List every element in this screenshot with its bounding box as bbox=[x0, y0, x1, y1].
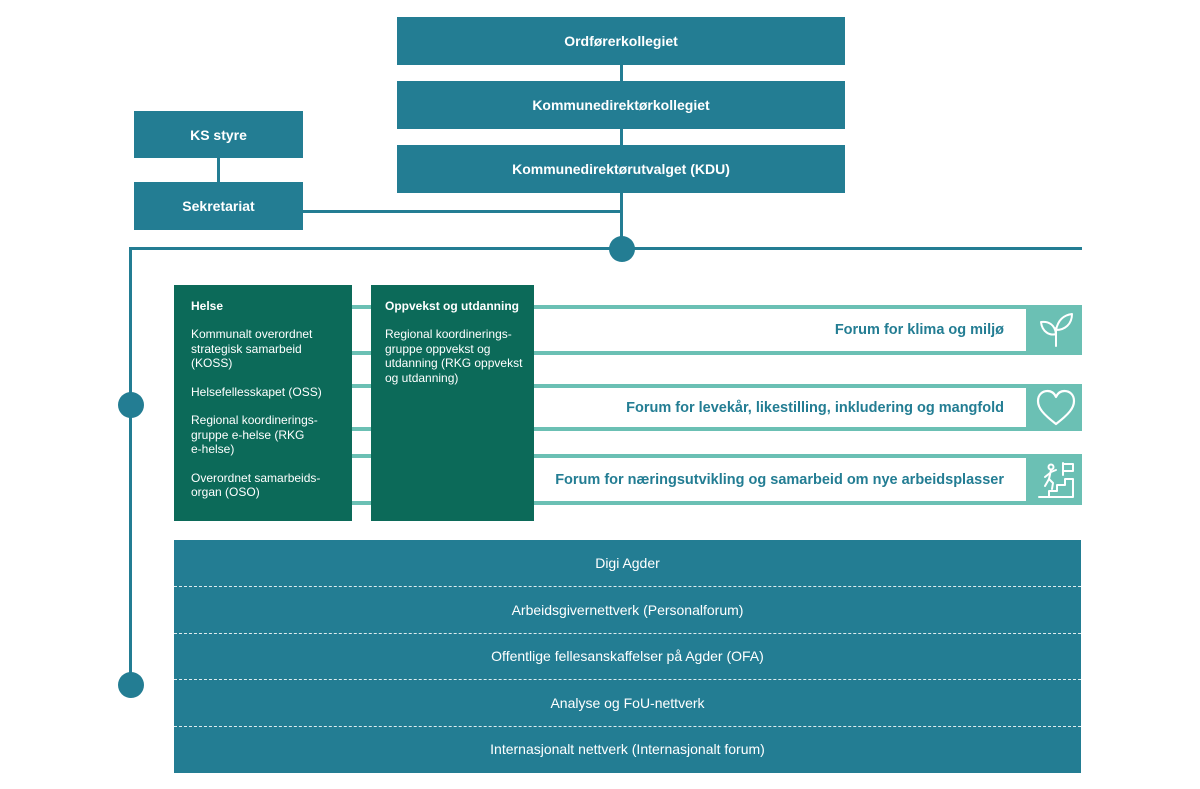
connector-ks-vertical bbox=[217, 157, 220, 183]
leaf-icon bbox=[1030, 305, 1082, 355]
helse-title: Helse bbox=[191, 299, 224, 313]
band-connector-3 bbox=[352, 384, 372, 388]
kommunedirektorkollegiet-box: Kommunedirektørkollegiet bbox=[397, 81, 845, 129]
kdu-box: Kommunedirektørutvalget (KDU) bbox=[397, 145, 845, 193]
forum-levekar-label: Forum for levekår, likestilling, inklude… bbox=[533, 388, 1026, 427]
helse-box: Helse Kommunalt overordnet strategisk sa… bbox=[174, 285, 352, 521]
network-ofa: Offentlige fellesanskaffelser på Agder (… bbox=[174, 632, 1081, 679]
climber-flag-icon bbox=[1030, 454, 1082, 505]
forum-klima-label: Forum for klima og miljø bbox=[533, 309, 1026, 351]
band-connector-4 bbox=[352, 427, 372, 431]
helse-item-rkg: Regional koordinerings- gruppe e-helse (… bbox=[191, 413, 318, 456]
network-analyse-fou: Analyse og FoU-nettverk bbox=[174, 679, 1081, 725]
node-dot-middle bbox=[118, 392, 144, 418]
forum-naering-label: Forum for næringsutvikling og samarbeid … bbox=[533, 458, 1026, 501]
oppvekst-item-rkg: Regional koordinerings- gruppe oppvekst … bbox=[385, 327, 523, 385]
network-internasjonalt: Internasjonalt nettverk (Internasjonalt … bbox=[174, 725, 1081, 772]
oppvekst-box: Oppvekst og utdanning Regional koordiner… bbox=[371, 285, 534, 521]
node-dot-top bbox=[609, 236, 635, 262]
node-dot-bottom bbox=[118, 672, 144, 698]
main-horizontal-line bbox=[129, 247, 1082, 250]
band-connector-1 bbox=[352, 305, 372, 309]
heart-icon bbox=[1030, 384, 1082, 431]
band-connector-5 bbox=[352, 454, 372, 458]
network-digi-agder: Digi Agder bbox=[595, 555, 660, 572]
connector-sekretariat-horizontal bbox=[302, 210, 622, 213]
helse-item-oss: Helsefellesskapet (OSS) bbox=[191, 384, 322, 399]
helse-item-koss: Kommunalt overordnet strategisk samarbei… bbox=[191, 327, 313, 370]
network-arbeidsgiver: Arbeidsgivernettverk (Personalforum) bbox=[174, 586, 1081, 632]
ks-styre-box: KS styre bbox=[134, 111, 303, 158]
helse-item-oso: Overordnet samarbeids- organ (OSO) bbox=[191, 470, 321, 500]
oppvekst-title: Oppvekst og utdanning bbox=[385, 299, 519, 313]
band-connector-6 bbox=[352, 501, 372, 505]
sekretariat-box: Sekretariat bbox=[134, 182, 303, 230]
main-vertical-line bbox=[129, 247, 132, 685]
ordforerkollegiet-box: Ordførerkollegiet bbox=[397, 17, 845, 65]
networks-block: Digi Agder Arbeidsgivernettverk (Persona… bbox=[174, 540, 1081, 773]
band-connector-2 bbox=[352, 351, 372, 355]
